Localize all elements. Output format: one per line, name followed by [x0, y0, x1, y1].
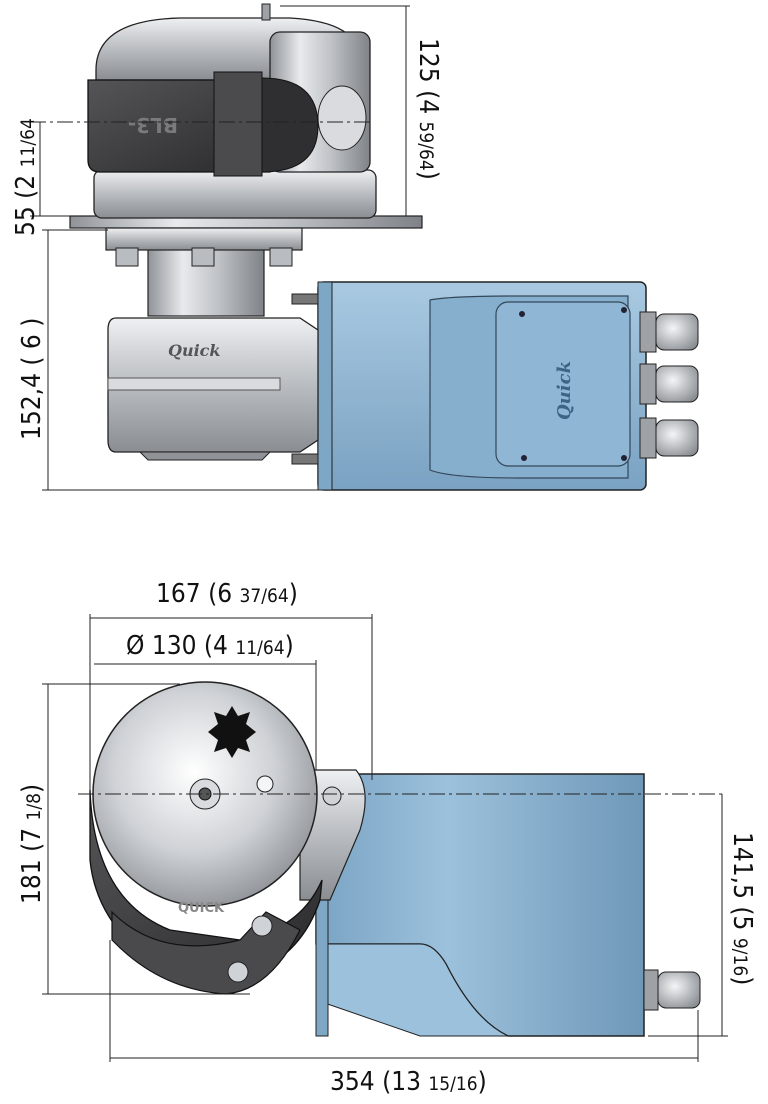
- deck-pin-icon: [261, 3, 271, 21]
- dimension-depth-right: 141,5 (5 9/16): [648, 794, 757, 1037]
- gypsy-marking-side: BL3-: [128, 113, 178, 137]
- dimension-width-top: 167 (6 37/64): [89, 579, 373, 790]
- side-view: Quick Quick: [11, 3, 699, 491]
- cable-gland-top-icon: [643, 969, 701, 1011]
- drum-top: QUICK: [89, 681, 342, 995]
- svg-text:354 (13 15/16): 354 (13 15/16): [330, 1067, 487, 1097]
- gypsy-marking-top: QUICK: [178, 901, 225, 916]
- cover-screw-icon: [519, 307, 627, 461]
- winch-handle-socket-icon: [208, 706, 256, 758]
- svg-text:167 (6 37/64): 167 (6 37/64): [156, 579, 298, 609]
- cable-gland-icon: [639, 311, 699, 459]
- svg-text:Ø 130 (4 11/64): Ø 130 (4 11/64): [126, 631, 294, 661]
- gearbox-side: Quick: [107, 247, 319, 461]
- bolt-head-icon: [227, 786, 342, 983]
- top-view: QUICK 167 (6 37/64): [17, 579, 757, 1097]
- brand-logo-side: Quick: [554, 361, 575, 420]
- motor-housing-side: Quick: [291, 281, 699, 491]
- base-flange: [105, 227, 303, 251]
- svg-text:181 (7 1/8): 181 (7 1/8): [17, 784, 47, 904]
- motor-housing-top: [315, 773, 701, 1037]
- hole-icon: [256, 775, 274, 793]
- flange-nut-icon: [115, 247, 293, 267]
- dimension-height-top: 125 (4 59/64): [280, 5, 443, 217]
- mounting-bolt-icon: [291, 293, 319, 465]
- windlass-head-side: BL3-: [87, 3, 377, 219]
- svg-text:125 (4 59/64): 125 (4 59/64): [413, 38, 443, 180]
- dimension-below-deck: 152,4 ( 6 ): [17, 229, 330, 491]
- svg-text:141,5 (5 9/16): 141,5 (5 9/16): [727, 832, 757, 985]
- dimension-depth-left: 181 (7 1/8): [17, 683, 250, 995]
- svg-text:55 (2 11/64: 55 (2 11/64: [11, 118, 41, 236]
- brand-logo-gearbox: Quick: [168, 341, 220, 360]
- svg-text:152,4 ( 6 ): 152,4 ( 6 ): [17, 318, 47, 440]
- dimension-diameter: Ø 130 (4 11/64): [94, 631, 317, 770]
- dimension-axis-height: 55 (2 11/64: [11, 118, 76, 236]
- dimension-total-length: 354 (13 15/16): [109, 940, 699, 1097]
